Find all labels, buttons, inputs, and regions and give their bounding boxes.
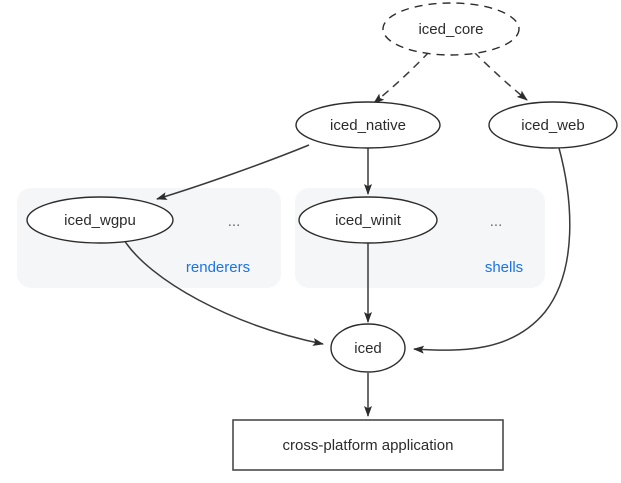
node-iced-wgpu-label: iced_wgpu: [64, 212, 136, 229]
cluster-shells-ellipsis: ...: [490, 213, 503, 230]
node-iced-core[interactable]: iced_core: [382, 2, 520, 56]
edge-iced_wgpu-to-iced: [123, 239, 324, 346]
node-iced-core-shape[interactable]: [382, 2, 520, 56]
edge-path: [156, 144, 310, 200]
edge-path: [373, 51, 430, 104]
node-iced-winit[interactable]: iced_winit: [298, 196, 438, 244]
node-application-shape[interactable]: [232, 419, 504, 471]
edge-iced_core-to-iced_native: [373, 51, 430, 104]
node-application-label: cross-platform application: [283, 437, 454, 454]
node-iced-shape[interactable]: [330, 323, 406, 373]
edge-path: [123, 239, 324, 346]
node-iced-native[interactable]: iced_native: [295, 101, 441, 149]
node-iced-wgpu[interactable]: iced_wgpu: [26, 196, 174, 244]
node-iced-winit-shape[interactable]: [298, 196, 438, 244]
node-iced-native-shape[interactable]: [295, 101, 441, 149]
node-iced[interactable]: iced: [330, 323, 406, 373]
edge-iced_web-to-iced: [413, 147, 571, 354]
node-iced-wgpu-shape[interactable]: [26, 196, 174, 244]
node-application[interactable]: cross-platform application: [232, 419, 504, 471]
node-iced-label: iced: [354, 340, 382, 357]
node-iced-web[interactable]: iced_web: [488, 101, 618, 149]
edge-iced_core-to-iced_web: [473, 51, 528, 101]
node-iced-web-label: iced_web: [521, 117, 584, 134]
node-iced-native-label: iced_native: [330, 117, 406, 134]
node-iced-web-shape[interactable]: [488, 101, 618, 149]
cluster-shells-label: shells: [485, 259, 523, 276]
edge-path: [413, 147, 571, 354]
edge-iced_native-to-iced_wgpu: [156, 144, 310, 200]
node-iced-winit-label: iced_winit: [335, 212, 402, 229]
cluster-renderers-ellipsis: ...: [228, 213, 241, 230]
edge-path: [473, 51, 528, 101]
cluster-renderers-label: renderers: [186, 259, 250, 276]
node-iced-core-label: iced_core: [418, 21, 483, 38]
